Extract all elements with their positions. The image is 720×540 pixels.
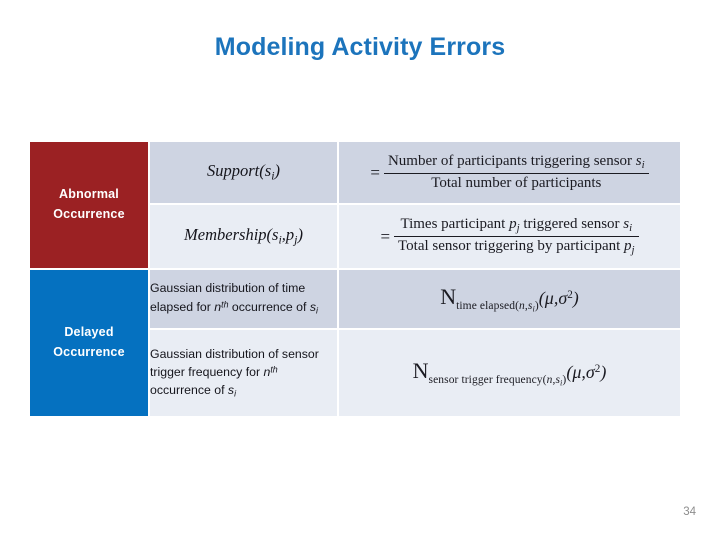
fraction-denominator: Total sensor triggering by participant p…	[398, 237, 635, 256]
gaussian-subscript: sensor trigger frequency(n,si)	[428, 374, 567, 388]
fraction: Number of participants triggering sensor…	[383, 153, 649, 192]
equation-cell-support: = Number of participants triggering sens…	[339, 142, 680, 203]
equation-gaussian-sensor-trigger-frequency: Nsensor trigger frequency(n,si)(μ,σ2)	[413, 358, 607, 388]
metric-name-support: Support(si)	[150, 142, 337, 203]
equation-cell-membership: = Times participant pj triggered sensor …	[339, 204, 680, 268]
description-text: Gaussian distribution of time elapsed fo…	[150, 281, 318, 316]
category-label-line1: Abnormal	[59, 187, 119, 202]
metric-description-sensor-trigger-frequency: Gaussian distribution of sensor trigger …	[150, 329, 337, 416]
category-label-line1: Delayed	[64, 325, 114, 340]
equation-membership: = Times participant pj triggered sensor …	[380, 216, 639, 256]
formula-membership: Membership(si,pj)	[184, 225, 303, 247]
activity-error-model-table: Abnormal Occurrence Support(si) = Number…	[28, 140, 682, 418]
fraction-numerator: Number of participants triggering sensor…	[383, 153, 649, 174]
gaussian-symbol: Ntime elapsed(n,si)(μ,σ2)	[440, 283, 579, 314]
gaussian-parameters: (μ,σ2)	[538, 287, 579, 308]
fraction-denominator: Total number of participants	[431, 174, 602, 191]
category-label-line2: Occurrence	[53, 206, 125, 221]
gaussian-subscript: time elapsed(n,si)	[456, 299, 539, 314]
table-row: Membership(si,pj) = Times participant pj…	[30, 204, 680, 268]
equals-sign: =	[370, 162, 380, 182]
page-number: 34	[683, 506, 696, 518]
formula-support: Support(si)	[207, 161, 280, 183]
page-title: Modeling Activity Errors	[214, 33, 506, 61]
category-label-line2: Occurrence	[53, 344, 125, 359]
category-cell-delayed-occurrence: Delayed Occurrence	[30, 269, 148, 416]
fraction-numerator: Times participant pj triggered sensor si	[394, 216, 639, 237]
equals-sign: =	[380, 226, 391, 246]
gaussian-symbol: Nsensor trigger frequency(n,si)(μ,σ2)	[412, 357, 607, 388]
fraction: Times participant pj triggered sensor si…	[394, 216, 639, 256]
equation-cell-sensor-trigger-frequency: Nsensor trigger frequency(n,si)(μ,σ2)	[339, 329, 680, 416]
category-cell-abnormal-occurrence: Abnormal Occurrence	[30, 142, 148, 268]
gaussian-parameters: (μ,σ2)	[566, 361, 607, 382]
equation-gaussian-time-elapsed: Ntime elapsed(n,si)(μ,σ2)	[440, 284, 579, 314]
metric-name-membership: Membership(si,pj)	[150, 204, 337, 268]
metric-description-time-elapsed: Gaussian distribution of time elapsed fo…	[150, 269, 337, 328]
table-row: Delayed Occurrence Gaussian distribution…	[30, 269, 680, 416]
equation-cell-time-elapsed: Ntime elapsed(n,si)(μ,σ2)	[339, 269, 680, 328]
equation-support: = Number of participants triggering sens…	[370, 153, 649, 192]
table-row: Abnormal Occurrence Support(si) = Number…	[30, 142, 680, 268]
table-row: Gaussian distribution of sensor trigger …	[30, 329, 680, 416]
description-text: Gaussian distribution of sensor trigger …	[150, 346, 319, 399]
